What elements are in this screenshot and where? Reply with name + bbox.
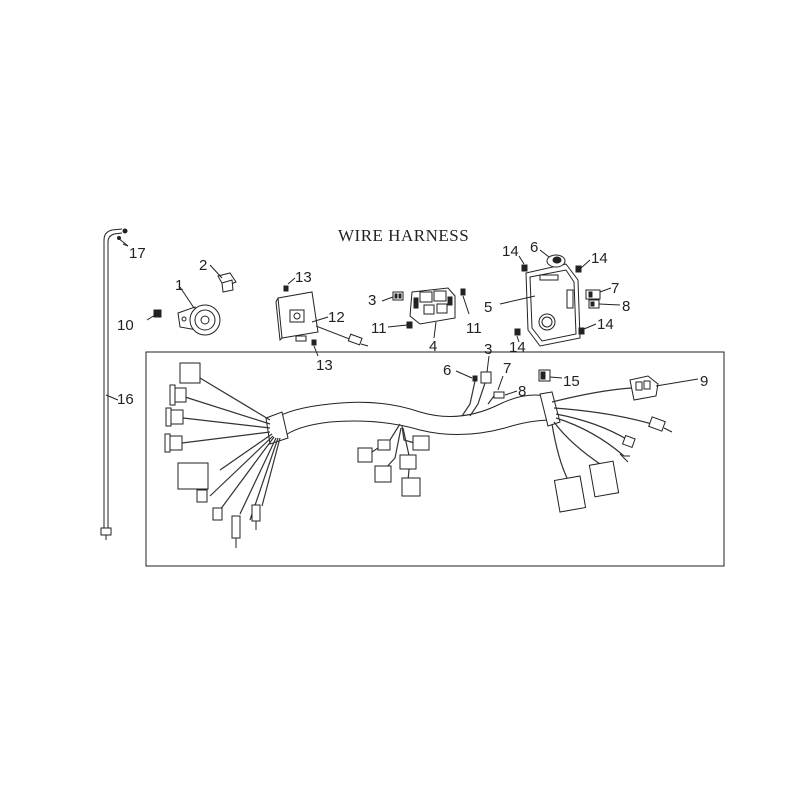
harness-connector-9	[629, 375, 699, 401]
callout-16: 16	[117, 391, 134, 408]
screw-13-top	[283, 277, 296, 292]
callout-13-top: 13	[295, 269, 312, 286]
relay-15	[538, 369, 563, 382]
screw-14-bottom-left	[514, 328, 521, 343]
callout-12: 12	[328, 309, 345, 326]
right-branch-wires	[551, 387, 653, 481]
callout-11-left: 11	[371, 320, 387, 337]
connector-left-7	[212, 507, 223, 521]
fuse-3	[381, 291, 404, 302]
ecu-5	[499, 263, 581, 347]
callout-6-top: 6	[530, 239, 538, 256]
callout-9: 9	[700, 373, 708, 390]
bolt-10	[146, 309, 162, 321]
connector-left-5	[177, 462, 209, 490]
connector-7-top	[585, 287, 612, 300]
harness-frame	[145, 351, 725, 567]
screw-14-top-right	[575, 259, 591, 273]
connector-left-9	[251, 504, 261, 522]
callout-6-lower: 6	[443, 362, 451, 379]
callout-8-lower: 8	[518, 383, 526, 400]
callout-13-bottom: 13	[316, 357, 333, 374]
callout-14-top-right: 14	[591, 250, 608, 267]
fuse-3-lower	[469, 355, 492, 417]
screw-11-right	[460, 288, 470, 315]
horn-1	[177, 286, 221, 336]
screw-14-bottom-right	[578, 323, 597, 335]
right-connectors	[553, 416, 673, 513]
diagram-title: WIRE HARNESS	[338, 226, 469, 245]
connector-left-6	[196, 489, 208, 503]
callout-3-lower: 3	[484, 341, 492, 358]
connector-8-lower	[493, 390, 518, 399]
left-connectors	[164, 362, 261, 548]
callout-4: 4	[429, 338, 437, 355]
middle-branch	[357, 423, 430, 497]
callout-7-lower: 7	[503, 360, 511, 377]
callout-14-top-left: 14	[502, 243, 519, 260]
fuse-box-4	[409, 287, 456, 339]
connector-6-lower	[455, 370, 478, 417]
callout-14-bottom-right: 14	[597, 316, 614, 333]
connector-left-8	[231, 515, 241, 539]
callout-5: 5	[484, 299, 492, 316]
callout-3-top: 3	[368, 292, 376, 309]
connector-8-top	[588, 299, 621, 309]
connector-left-1	[179, 362, 201, 384]
callout-10: 10	[117, 317, 134, 334]
main-harness-trunk	[265, 391, 561, 445]
clip-17	[117, 237, 129, 247]
screw-13-bottom	[311, 339, 319, 357]
callout-8-top: 8	[622, 298, 630, 315]
callout-15: 15	[563, 373, 580, 390]
callout-14-bottom-left: 14	[509, 339, 526, 356]
cable-16	[100, 228, 128, 540]
screw-14-top-left	[518, 255, 528, 272]
callout-11-right: 11	[466, 320, 482, 337]
callout-17: 17	[129, 245, 146, 262]
callout-1: 1	[175, 277, 183, 294]
relay-clip-2	[209, 264, 237, 293]
cover-6-top	[539, 249, 566, 268]
regulator-12	[275, 291, 369, 347]
callout-7-top: 7	[611, 280, 619, 297]
screw-11-left	[387, 321, 413, 329]
callout-2: 2	[199, 257, 207, 274]
